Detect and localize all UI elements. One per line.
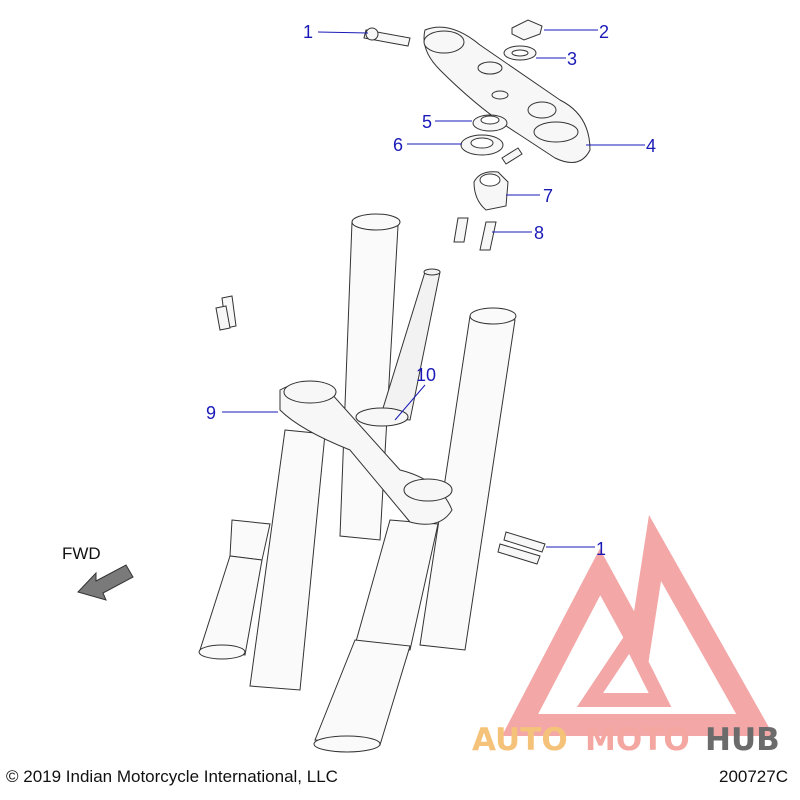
watermark-auto: AUTO (472, 722, 568, 758)
callouts: 1 2 3 4 5 6 7 8 9 10 1 (206, 22, 656, 559)
callout-6: 6 (393, 135, 403, 155)
upper-triple-clamp (423, 26, 591, 163)
diagram-code: 200727C (718, 767, 788, 786)
lower-triple-clamp (279, 380, 453, 525)
callout-1: 1 (303, 22, 313, 42)
nut-2 (511, 19, 543, 41)
callout-5: 5 (422, 112, 432, 132)
nut-5 (472, 114, 508, 132)
bolts-lower (497, 531, 546, 565)
washer-3 (503, 45, 537, 61)
watermark-hub: HUB (705, 722, 780, 758)
right-fork-tube (313, 307, 517, 753)
clamp-bracket-7 (473, 171, 509, 211)
callout-2: 2 (599, 22, 609, 42)
bolt-top (363, 27, 411, 47)
callout-4: 4 (646, 136, 656, 156)
watermark-moto: MOTO (585, 722, 690, 758)
leader-lines (222, 29, 645, 548)
copyright-text: © 2019 Indian Motorcycle International, … (6, 767, 338, 786)
callout-3: 3 (567, 49, 577, 69)
watermark-logo (501, 514, 774, 736)
callout-10: 10 (416, 365, 436, 385)
callout-7: 7 (543, 186, 553, 206)
small-bolt (501, 147, 523, 165)
loose-bolts-left (215, 295, 237, 331)
fwd-indicator: FWD (62, 544, 134, 601)
callout-8: 8 (534, 223, 544, 243)
bolts-8 (453, 217, 497, 251)
fwd-arrow-icon (77, 564, 134, 601)
bearing-6 (460, 134, 504, 156)
steering-stem (379, 268, 441, 421)
fwd-label: FWD (62, 544, 101, 563)
callout-9: 9 (206, 403, 216, 423)
callout-1-lower: 1 (596, 539, 606, 559)
watermark-text: AUTO MOTO HUB (472, 722, 780, 758)
